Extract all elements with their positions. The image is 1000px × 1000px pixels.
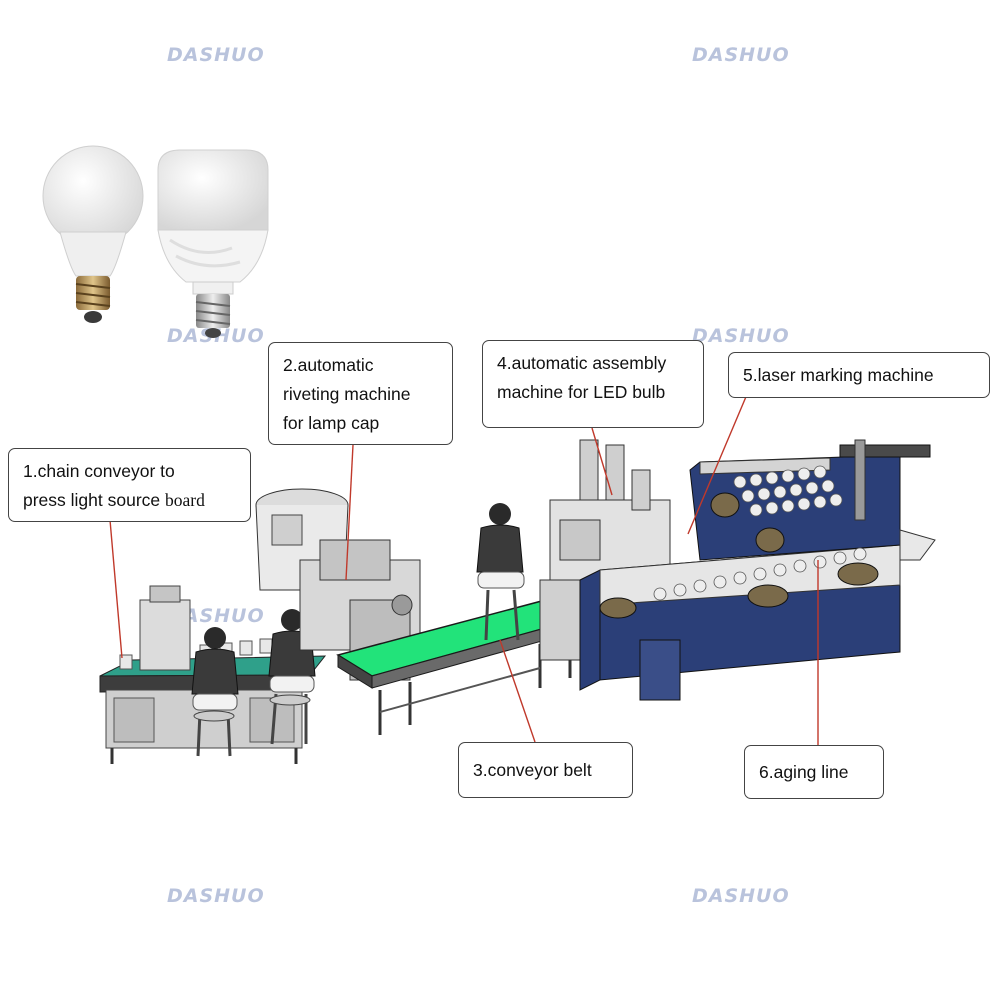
aging-line-cabinet [579,439,936,701]
callout-text: 3.conveyor belt [473,760,592,780]
callout-text: 6.aging line [759,762,849,782]
callout-assembly-machine: 4.automatic assembly machine for LED bul… [482,340,704,428]
callout-text: machine for LED bulb [497,382,666,402]
watermark: DASHUO [167,44,265,66]
callout-conveyor-belt: 3.conveyor belt [458,742,633,798]
watermark: DASHUO [167,885,265,907]
led-bulb-t-type [157,149,269,338]
callout-text: for lamp cap [283,413,380,433]
callout-chain-conveyor: 1.chain conveyor to press light source b… [8,448,251,522]
callout-aging-line: 6.aging line [744,745,884,799]
worker-figure [476,503,525,641]
watermark: DASHUO [692,44,790,66]
callout-laser-marking: 5.laser marking machine [728,352,990,398]
watermark: DASHUO [692,885,790,907]
callout-riveting-machine: 2.automatic riveting machine for lamp ca… [268,342,453,445]
callout-text: press light source board [23,490,205,510]
leader-lines [109,391,819,745]
callout-text: 1.chain conveyor to [23,461,175,481]
callout-text: 4.automatic assembly [497,353,667,373]
callout-text: 5.laser marking machine [743,365,934,385]
worker-figure [191,627,239,757]
watermark: DASHUO [167,605,265,627]
callout-text: riveting machine [283,384,411,404]
callout-text: 2.automatic [283,355,374,375]
watermark: DASHUO [692,325,790,347]
led-bulb-a-type [42,145,144,323]
conveyor-belt [336,593,598,735]
